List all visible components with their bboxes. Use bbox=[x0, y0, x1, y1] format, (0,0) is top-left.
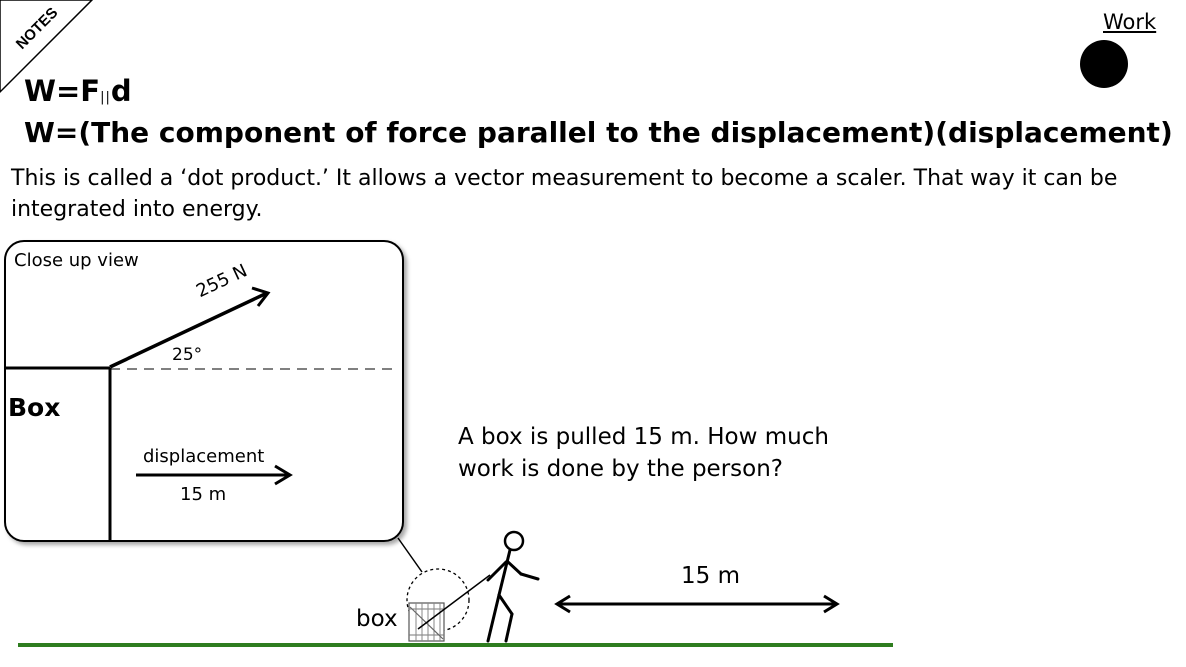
question-line-1: A box is pulled 15 m. How much bbox=[458, 424, 829, 450]
callout-title: Close up view bbox=[14, 250, 139, 271]
close-up-callout bbox=[4, 240, 404, 542]
notes-corner-tag: NOTES bbox=[0, 0, 94, 94]
scene-box-label: box bbox=[356, 606, 398, 632]
dot-product-description: This is called a ‘dot product.’ It allow… bbox=[11, 166, 1118, 222]
force-vector-arrow bbox=[109, 291, 268, 369]
formula-parallel-subscript: || bbox=[100, 90, 111, 105]
closeup-box-label: Box bbox=[8, 393, 61, 422]
callout-connector bbox=[397, 537, 423, 573]
formula-in-words: W=(The component of force parallel to th… bbox=[24, 116, 1173, 149]
question-text: A box is pulled 15 m. How much work is d… bbox=[458, 421, 829, 485]
displacement-value: 15 m bbox=[180, 484, 227, 505]
stick-figure-person bbox=[486, 530, 540, 643]
distance-label: 15 m bbox=[681, 563, 740, 589]
work-formula: W=F||d bbox=[24, 74, 132, 108]
formula-lhs: W=F bbox=[24, 74, 101, 108]
question-line-2: work is done by the person? bbox=[458, 456, 783, 482]
topic-bullet-dot bbox=[1080, 40, 1128, 88]
work-topic-link[interactable]: Work bbox=[1103, 10, 1157, 34]
formula-rhs: d bbox=[110, 74, 132, 108]
angle-label: 25° bbox=[172, 345, 203, 365]
pull-rope bbox=[417, 574, 491, 630]
displacement-label: displacement bbox=[143, 446, 265, 467]
